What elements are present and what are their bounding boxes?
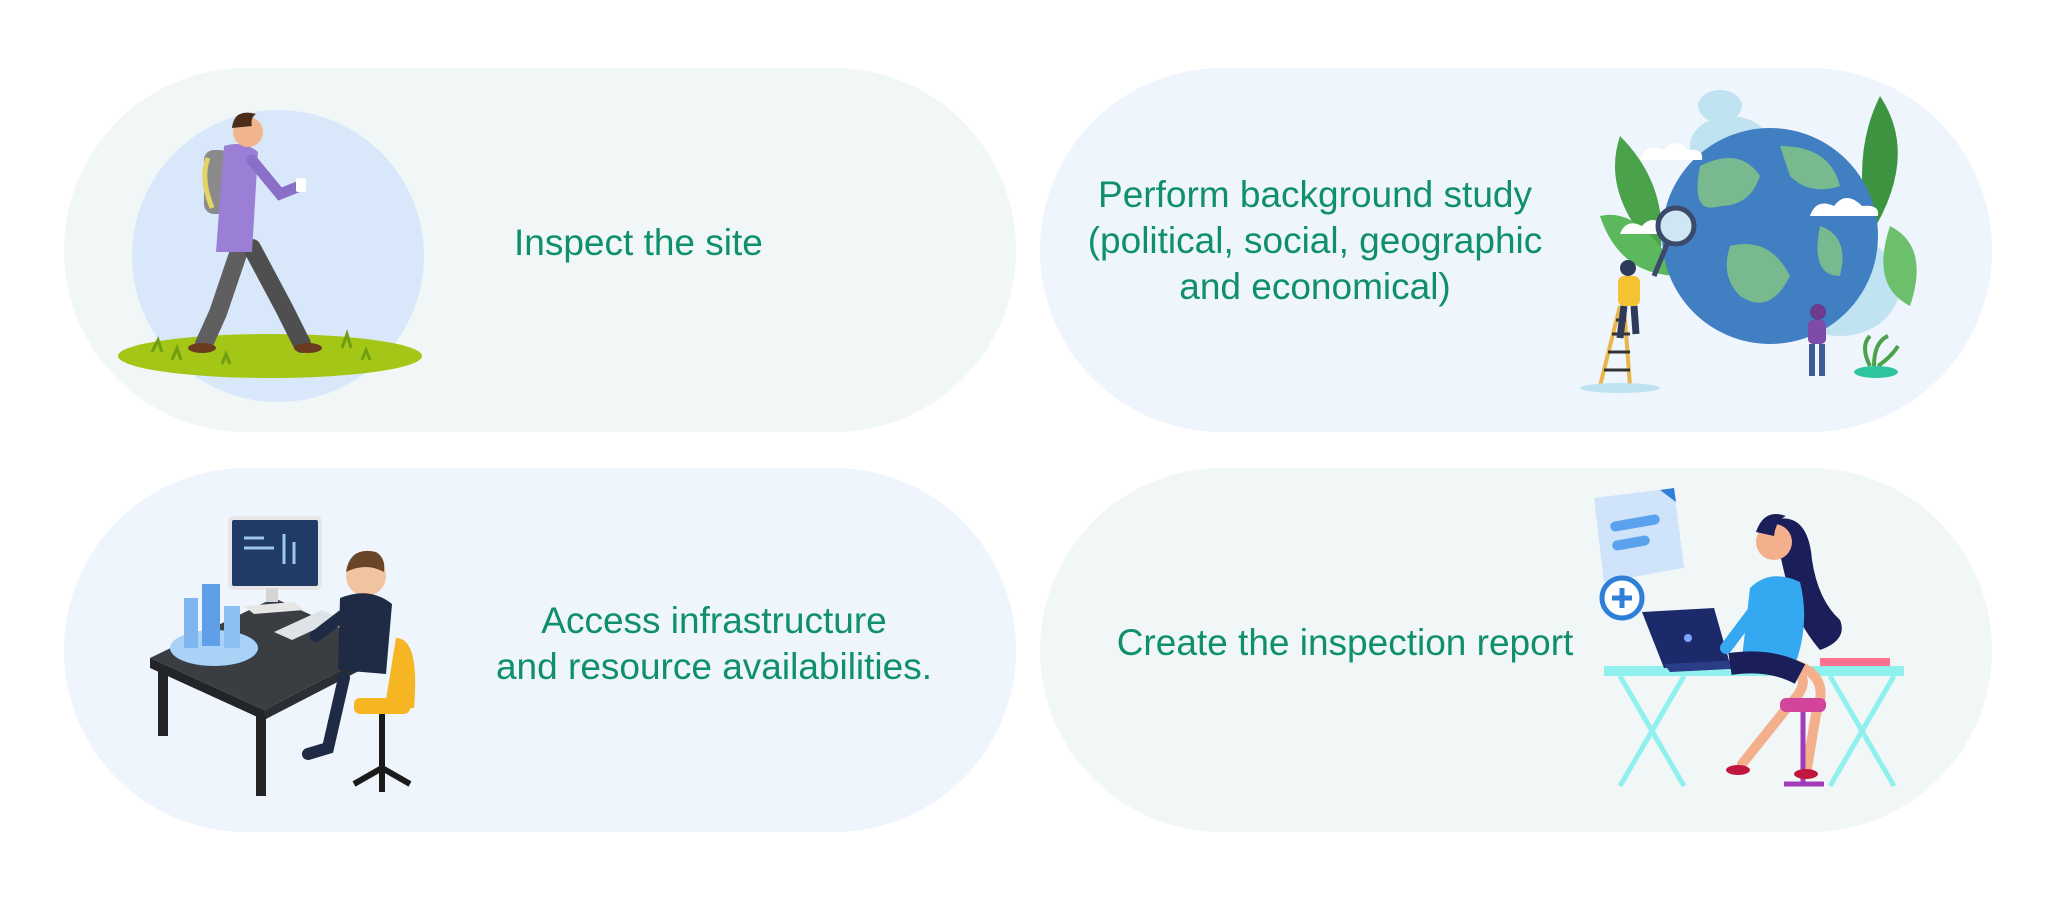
step-card-access-infrastructure: Access infrastructure and resource avail…: [64, 468, 1016, 832]
step-label: Access infrastructure and resource avail…: [495, 600, 932, 687]
step-label: Create the inspection report: [1116, 622, 1574, 663]
step-label: Inspect the site: [514, 222, 763, 263]
step-label: Perform background study (political, soc…: [1087, 174, 1543, 307]
globe-research-illustration: [1580, 90, 1917, 393]
step-card-inspection-report: Create the inspection report: [1040, 468, 1992, 832]
step-card-inspect-site: Inspect the site: [64, 68, 1016, 432]
step-card-background-study: Perform background study (political, soc…: [1040, 68, 1992, 432]
person-at-computer-illustration: [150, 516, 416, 796]
woman-with-laptop-report-illustration: [1594, 488, 1904, 788]
person-walking-illustration: [118, 110, 424, 402]
